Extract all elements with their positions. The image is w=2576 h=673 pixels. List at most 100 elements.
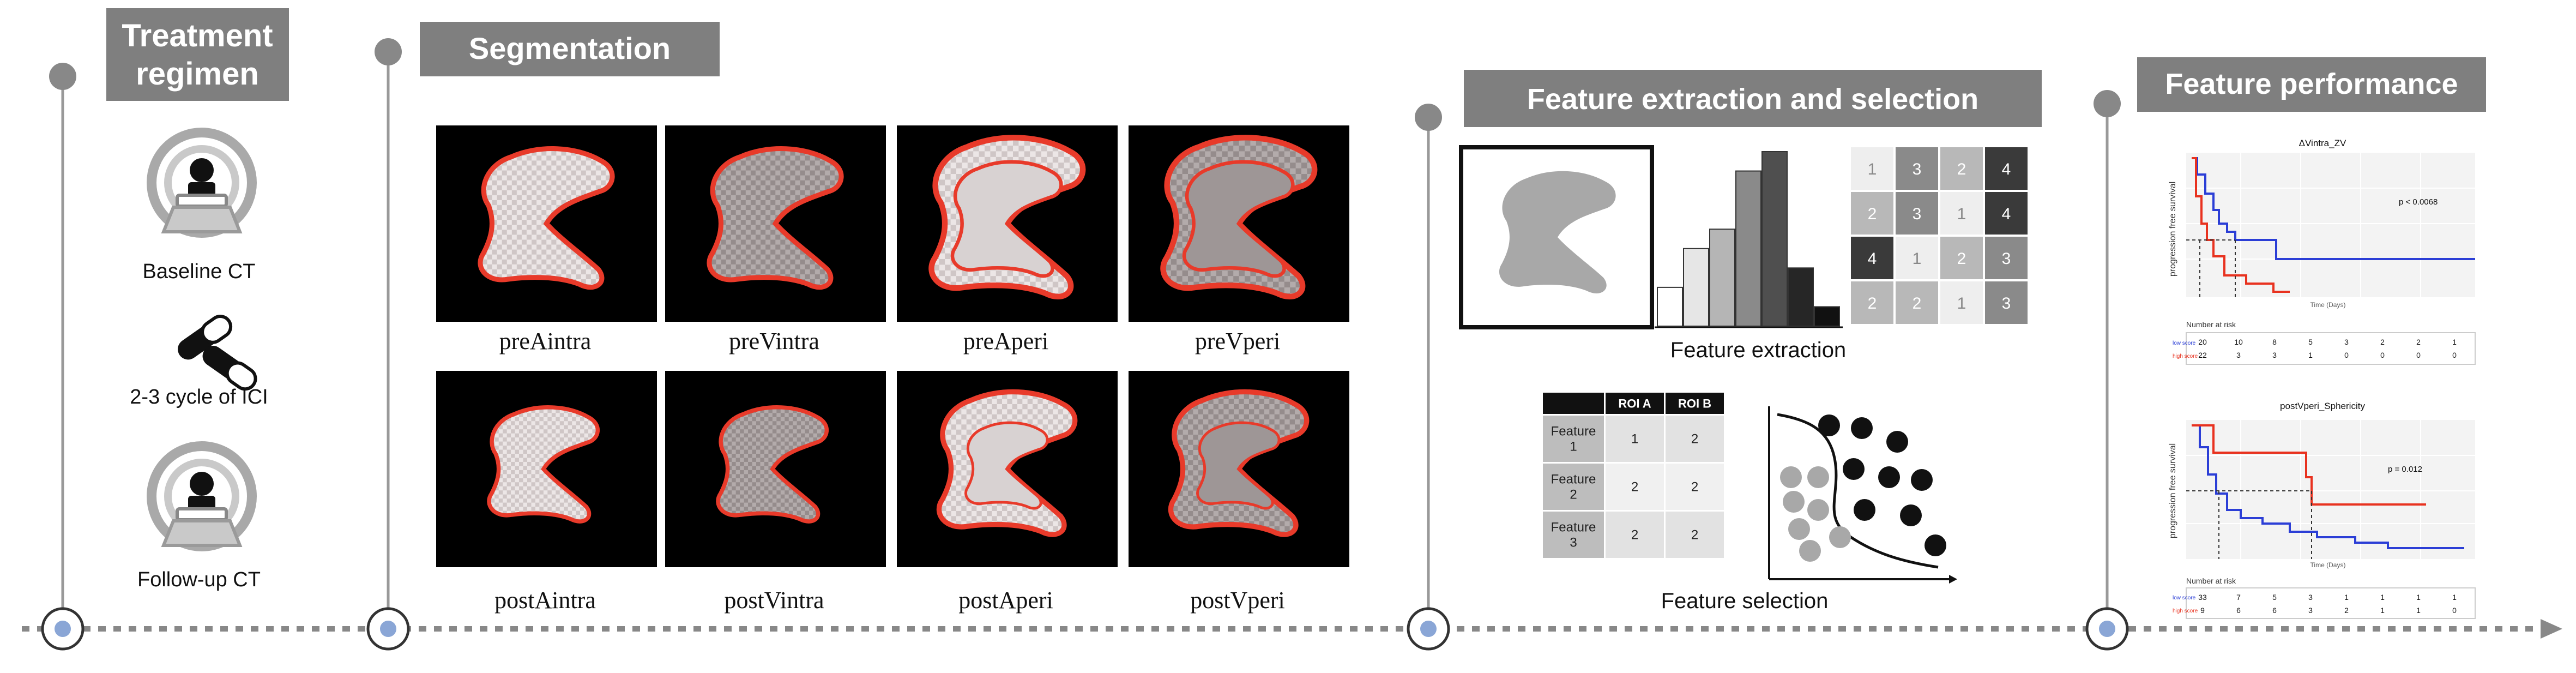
matrix-cell-value: 3 <box>2002 250 2011 268</box>
treatment-title-line2: regimen <box>136 56 259 92</box>
matrix-cell <box>1851 237 1893 279</box>
matrix-cell <box>1896 281 1938 324</box>
matrix-cell <box>1940 147 1983 190</box>
seg-panel-postVintra <box>665 371 886 567</box>
km2-plot-area <box>2186 420 2475 559</box>
table-cell <box>1666 416 1724 462</box>
km-plot-2: postVperi_Sphericity p = 0.012 progressi… <box>2168 401 2476 619</box>
table-row-label: 2 <box>1570 488 1577 502</box>
baseline-ct-label: Baseline CT <box>143 260 256 283</box>
table-cell <box>1543 512 1604 558</box>
matrix-cell <box>1896 192 1938 235</box>
timeline <box>22 38 2562 651</box>
matrix-cell-value: 2 <box>1868 295 1877 313</box>
km2-title: postVperi_Sphericity <box>2280 401 2365 411</box>
km1-plot-area <box>2186 153 2475 297</box>
table-header-cell <box>1543 393 1604 414</box>
matrix-cell-value: 4 <box>2002 160 2011 178</box>
risk-low-count: 20 <box>2198 338 2207 346</box>
km2-median-lines <box>2186 490 2312 559</box>
risk-high-count: 2 <box>2344 606 2349 615</box>
risk-low-count: 2 <box>2416 338 2421 346</box>
class-a-points <box>1818 414 1946 556</box>
matrix-cell-value: 2 <box>1957 250 1966 268</box>
treatment-title-line1: Treatment <box>122 18 273 53</box>
seg-label-postVperi: postVperi <box>1190 587 1285 614</box>
risk-low-count: 5 <box>2272 593 2277 602</box>
table-column-header: ROI A <box>1618 397 1651 411</box>
risk-low-count: 5 <box>2308 338 2313 346</box>
table-value: 2 <box>1631 480 1638 495</box>
risk-low-count: 1 <box>2416 593 2421 602</box>
risk-low-count: 1 <box>2452 338 2457 346</box>
risk-high-count: 1 <box>2416 606 2421 615</box>
km1-risk-low-label: low score <box>2173 340 2196 346</box>
matrix-cell <box>1985 192 2028 235</box>
risk-high-count: 0 <box>2452 606 2457 615</box>
matrix-cell-value: 3 <box>2002 295 2011 313</box>
table-value: 2 <box>1691 528 1698 543</box>
stage-2-end-dot <box>380 621 396 637</box>
table-cell <box>1666 464 1724 510</box>
seg-panel-postVperi <box>1129 371 1349 567</box>
matrix-cell-value: 4 <box>1868 250 1877 268</box>
feature-histogram <box>1655 151 1843 328</box>
table-cell <box>1606 416 1664 462</box>
seg-label-postAintra: postAintra <box>494 587 596 614</box>
km1-median-lines <box>2186 239 2236 297</box>
treatment-title-box <box>106 8 289 101</box>
table-value: 2 <box>1691 432 1698 447</box>
km2-low-score-curve <box>2192 424 2464 549</box>
km2-pvalue: p = 0.012 <box>2388 465 2422 474</box>
matrix-cell <box>1940 281 1983 324</box>
table-value: 1 <box>1631 432 1638 447</box>
extraction-title: Feature extraction and selection <box>1527 83 1978 116</box>
table-header-cell <box>1666 393 1724 414</box>
risk-high-count: 0 <box>2416 351 2421 359</box>
km1-high-score-curve <box>2192 157 2290 293</box>
seg-panel-preAperi <box>897 125 1118 322</box>
km2-risk-high-label: high score <box>2173 608 2198 614</box>
risk-high-count: 0 <box>2380 351 2385 359</box>
matrix-cell <box>1985 147 2028 190</box>
seg-panel-preVperi <box>1129 125 1349 322</box>
timeline-arrowhead <box>2541 619 2562 639</box>
matrix-cell <box>1985 237 2028 279</box>
risk-low-count: 3 <box>2344 338 2349 346</box>
matrix-cell-value: 3 <box>1913 205 1922 223</box>
risk-high-count: 0 <box>2452 351 2457 359</box>
risk-high-count: 0 <box>2344 351 2349 359</box>
km2-risk-title: Number at risk <box>2186 576 2236 585</box>
risk-high-count: 9 <box>2200 606 2205 615</box>
histogram-bar <box>1709 229 1735 327</box>
stage-4-start-dot <box>2094 90 2121 117</box>
stage-2-start-dot <box>375 38 402 65</box>
matrix-cell-value: 1 <box>1868 160 1877 178</box>
histogram-bar <box>1657 286 1683 327</box>
histogram-bar <box>1814 306 1840 327</box>
matrix-cell-value: 2 <box>1913 295 1922 313</box>
segmentation-title-box <box>420 22 720 76</box>
histogram-bar <box>1735 170 1761 327</box>
table-header-cell <box>1606 393 1664 414</box>
risk-high-count: 6 <box>2236 606 2241 615</box>
risk-low-count: 3 <box>2308 593 2313 602</box>
matrix-cell <box>1896 237 1938 279</box>
table-row-label: Feature <box>1551 424 1596 439</box>
matrix-cell <box>1940 237 1983 279</box>
table-cell <box>1666 512 1724 558</box>
segmentation-title: Segmentation <box>469 31 671 65</box>
km-plot-1: ΔVintra_ZV p < 0.0068 progression free s… <box>2168 138 2476 365</box>
matrix-cell <box>1851 281 1893 324</box>
table-row-label: Feature <box>1551 520 1596 535</box>
risk-low-count: 1 <box>2380 593 2385 602</box>
table-cell <box>1606 464 1664 510</box>
roi-shape-panel <box>1459 145 1654 329</box>
km1-pvalue: p < 0.0068 <box>2399 197 2438 207</box>
matrix-cell-value: 2 <box>1868 205 1877 223</box>
km2-risk-low-label: low score <box>2173 595 2196 601</box>
segmentation-stage: Segmentation preAintra preVintra preAper… <box>420 22 1349 614</box>
ct-scanner-icon <box>147 441 257 551</box>
